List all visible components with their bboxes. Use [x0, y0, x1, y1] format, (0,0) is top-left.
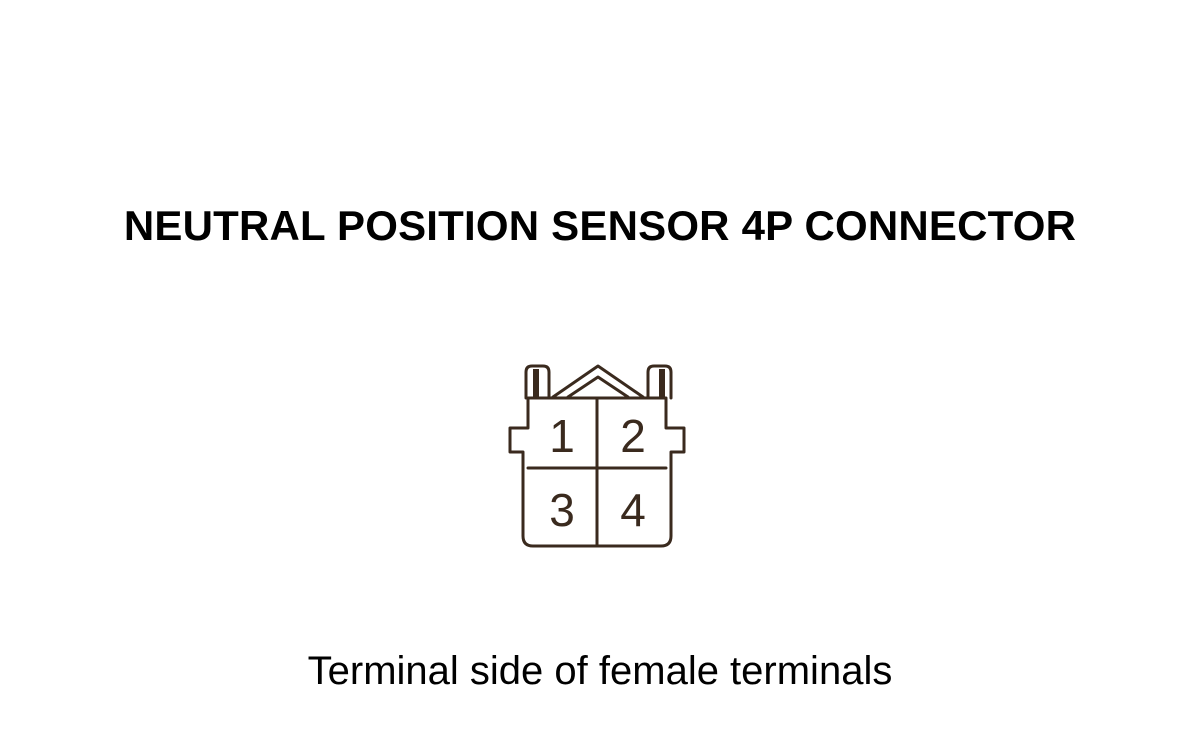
right-latch	[646, 364, 673, 400]
pin-label-2: 2	[620, 410, 646, 462]
left-latch	[524, 364, 551, 400]
left-latch-fill	[533, 369, 539, 397]
right-latch-fill	[659, 369, 665, 397]
pin-label-3: 3	[549, 484, 575, 536]
pin-label-4: 4	[620, 484, 646, 536]
connector-housing	[508, 396, 686, 548]
pin-label-1: 1	[549, 410, 575, 462]
lock-tab-outer	[551, 364, 645, 399]
connector-diagram: 1 2 3 4	[508, 364, 686, 548]
connector-caption: Terminal side of female terminals	[307, 649, 893, 693]
connector-title: NEUTRAL POSITION SENSOR 4P CONNECTOR	[123, 202, 1077, 249]
lock-tab-inner	[566, 375, 630, 399]
